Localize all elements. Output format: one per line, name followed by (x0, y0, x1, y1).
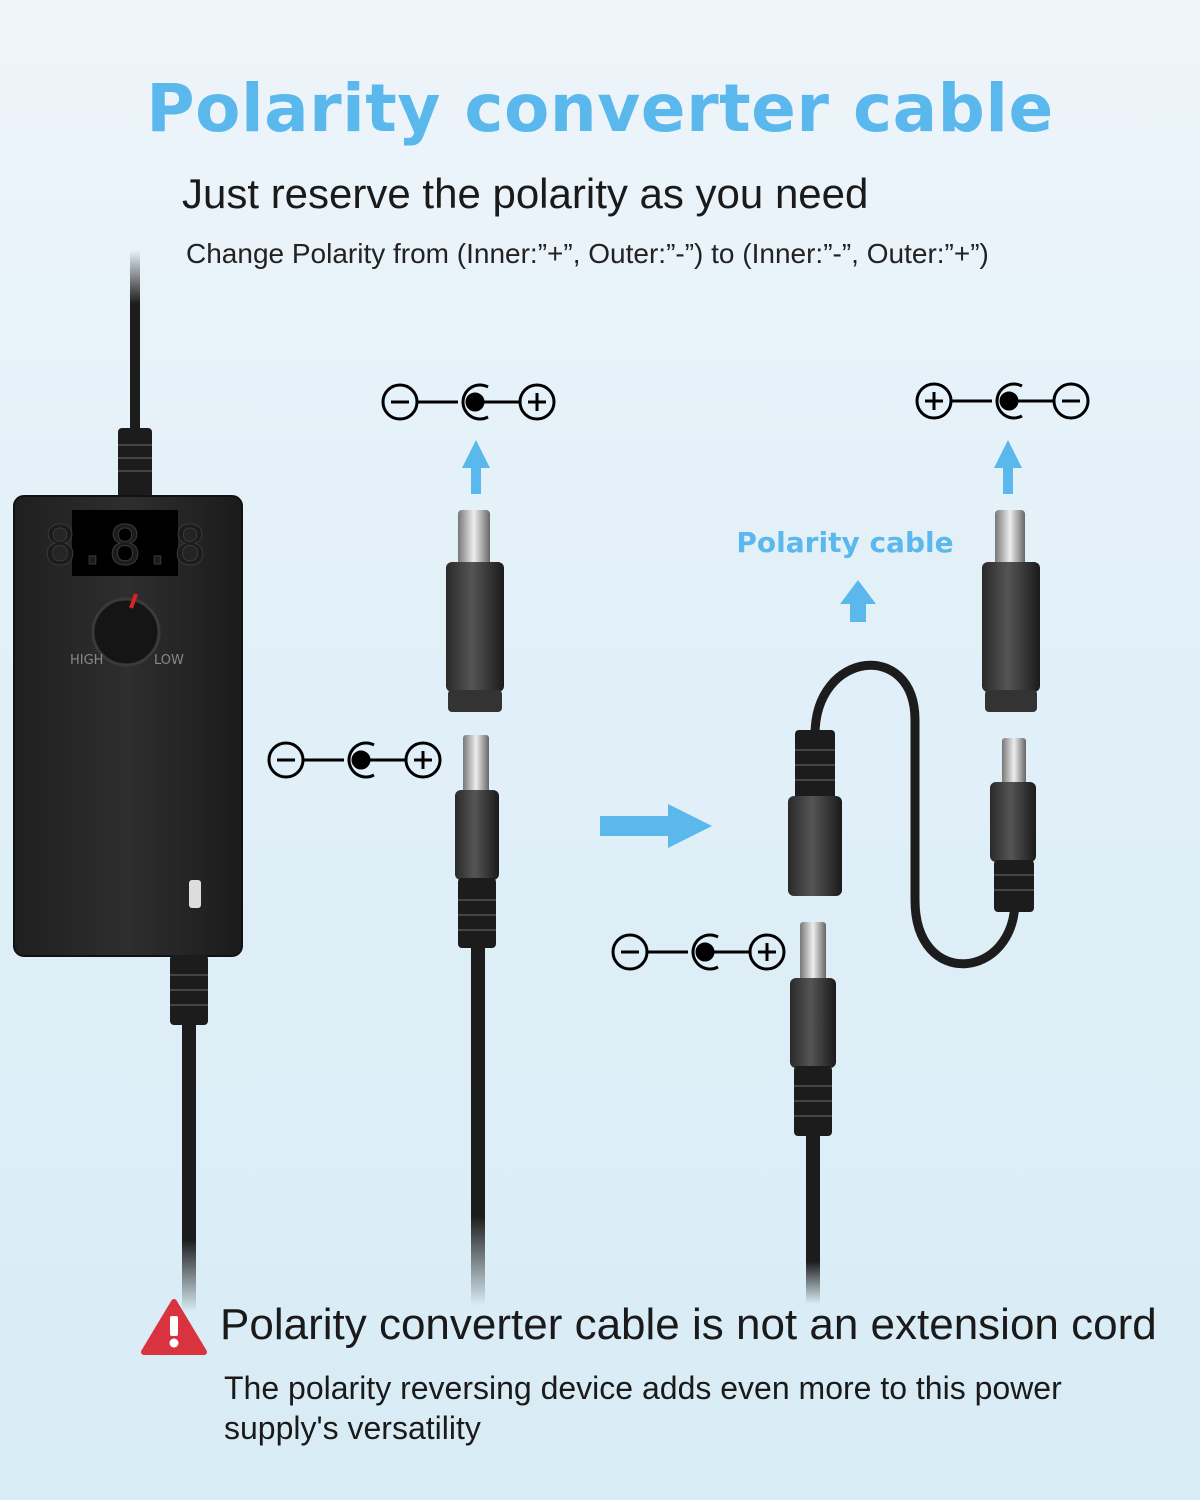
polarity-symbol-input (611, 933, 786, 971)
polarity-symbol-reversed (915, 382, 1090, 420)
adapter-cord-top (118, 250, 152, 498)
dc-plug-female-left (446, 510, 504, 712)
adapter-cord-bottom (170, 955, 208, 1312)
warning-icon (141, 1299, 207, 1355)
polarity-symbol-adapter (267, 741, 442, 779)
polarity-converter-cable (788, 660, 1036, 969)
arrow-right-icon (600, 804, 712, 848)
arrow-up-icon (462, 440, 490, 494)
knob-high-label: HIGH (70, 653, 103, 668)
dc-plug-male-left (455, 735, 499, 1306)
voltage-knob (91, 597, 161, 667)
power-adapter: 8.8.8 HIGH LOW (13, 495, 243, 957)
power-indicator (189, 880, 201, 908)
dc-plug-male-right (790, 922, 836, 1304)
warning-title: Polarity converter cable is not an exten… (220, 1300, 1157, 1349)
dc-plug-female-right (982, 510, 1040, 712)
knob-low-label: LOW (154, 653, 184, 668)
polarity-description: Change Polarity from (Inner:”+”, Outer:”… (186, 238, 989, 269)
polarity-symbol-plug-left (381, 383, 556, 421)
warning-description: The polarity reversing device adds even … (224, 1370, 1062, 1446)
page-subtitle: Just reserve the polarity as you need (182, 170, 869, 217)
arrow-up-icon (840, 580, 876, 622)
led-display: 8.8.8 (44, 514, 207, 577)
arrow-up-icon (994, 440, 1022, 494)
polarity-cable-callout: Polarity cable (736, 526, 953, 559)
page-title: Polarity converter cable (146, 70, 1054, 147)
